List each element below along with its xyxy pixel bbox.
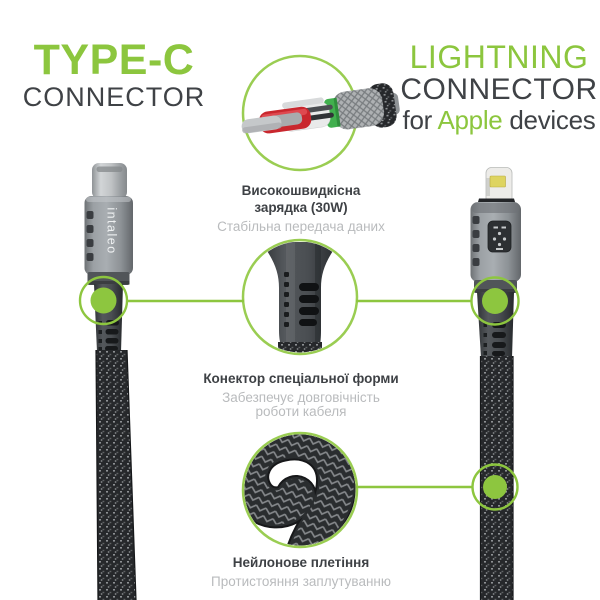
callout-markers (78, 275, 520, 511)
feature-subtitle-line: Стабільна передача даних (217, 219, 385, 234)
tagline-brand: Apple (437, 105, 503, 135)
lightning-subtitle: CONNECTOR (400, 73, 598, 106)
lightning-plug (470, 167, 521, 600)
left-braided-cable (96, 350, 136, 600)
feature-title-line: Конектор спеціальної форми (203, 371, 399, 386)
marker-dot-right-top (482, 288, 508, 314)
header-type-c: TYPE-C CONNECTOR (18, 38, 210, 112)
lightning-tip-shade (486, 178, 490, 196)
tagline-post: devices (502, 105, 596, 135)
marker-dot-left (90, 287, 117, 314)
lightning-grip-notches (472, 216, 480, 266)
feature-fast-charging: Високошвидкісна зарядка (30W) Стабільна … (171, 182, 431, 234)
feature-subtitle-line: Протистояння заплутуванню (210, 574, 391, 589)
type-c-title: TYPE-C (33, 36, 195, 84)
feature-title-line: Нейлонове плетіння (232, 555, 370, 570)
feature-title-line: зарядка (30W) (254, 200, 348, 215)
type-c-plug: intaleo (84, 163, 137, 600)
header-lightning: LIGHTNING CONNECTOR for Apple devices (396, 39, 600, 136)
type-c-subtitle: CONNECTOR (22, 82, 206, 112)
tagline-pre: for (402, 105, 438, 135)
lightning-badge (487, 220, 512, 253)
feature-subtitle-line: Забезпечує довговічність (222, 390, 380, 405)
marker-dot-right-bottom (483, 475, 507, 499)
type-c-brand-logo: intaleo (105, 207, 119, 254)
lightning-tagline: for Apple devices (396, 105, 600, 135)
feature-subtitle-line: роботи кабеля (255, 404, 347, 419)
feature-nylon-braid: Нейлонове плетіння Протистояння заплутув… (171, 554, 431, 589)
lightning-gold-contact (489, 175, 506, 188)
lightning-title: LIGHTNING (409, 39, 589, 75)
callout-connectors (127, 299, 473, 489)
feature-special-connector: Конектор спеціальної форми Забезпечує до… (171, 370, 431, 419)
strain-relief-inset (241, 238, 359, 356)
feature-title-line: Високошвидкісна (241, 183, 361, 198)
type-c-grip-notches (86, 211, 94, 261)
nylon-braid-inset (241, 431, 359, 549)
cable-cross-section-inset (241, 54, 400, 172)
